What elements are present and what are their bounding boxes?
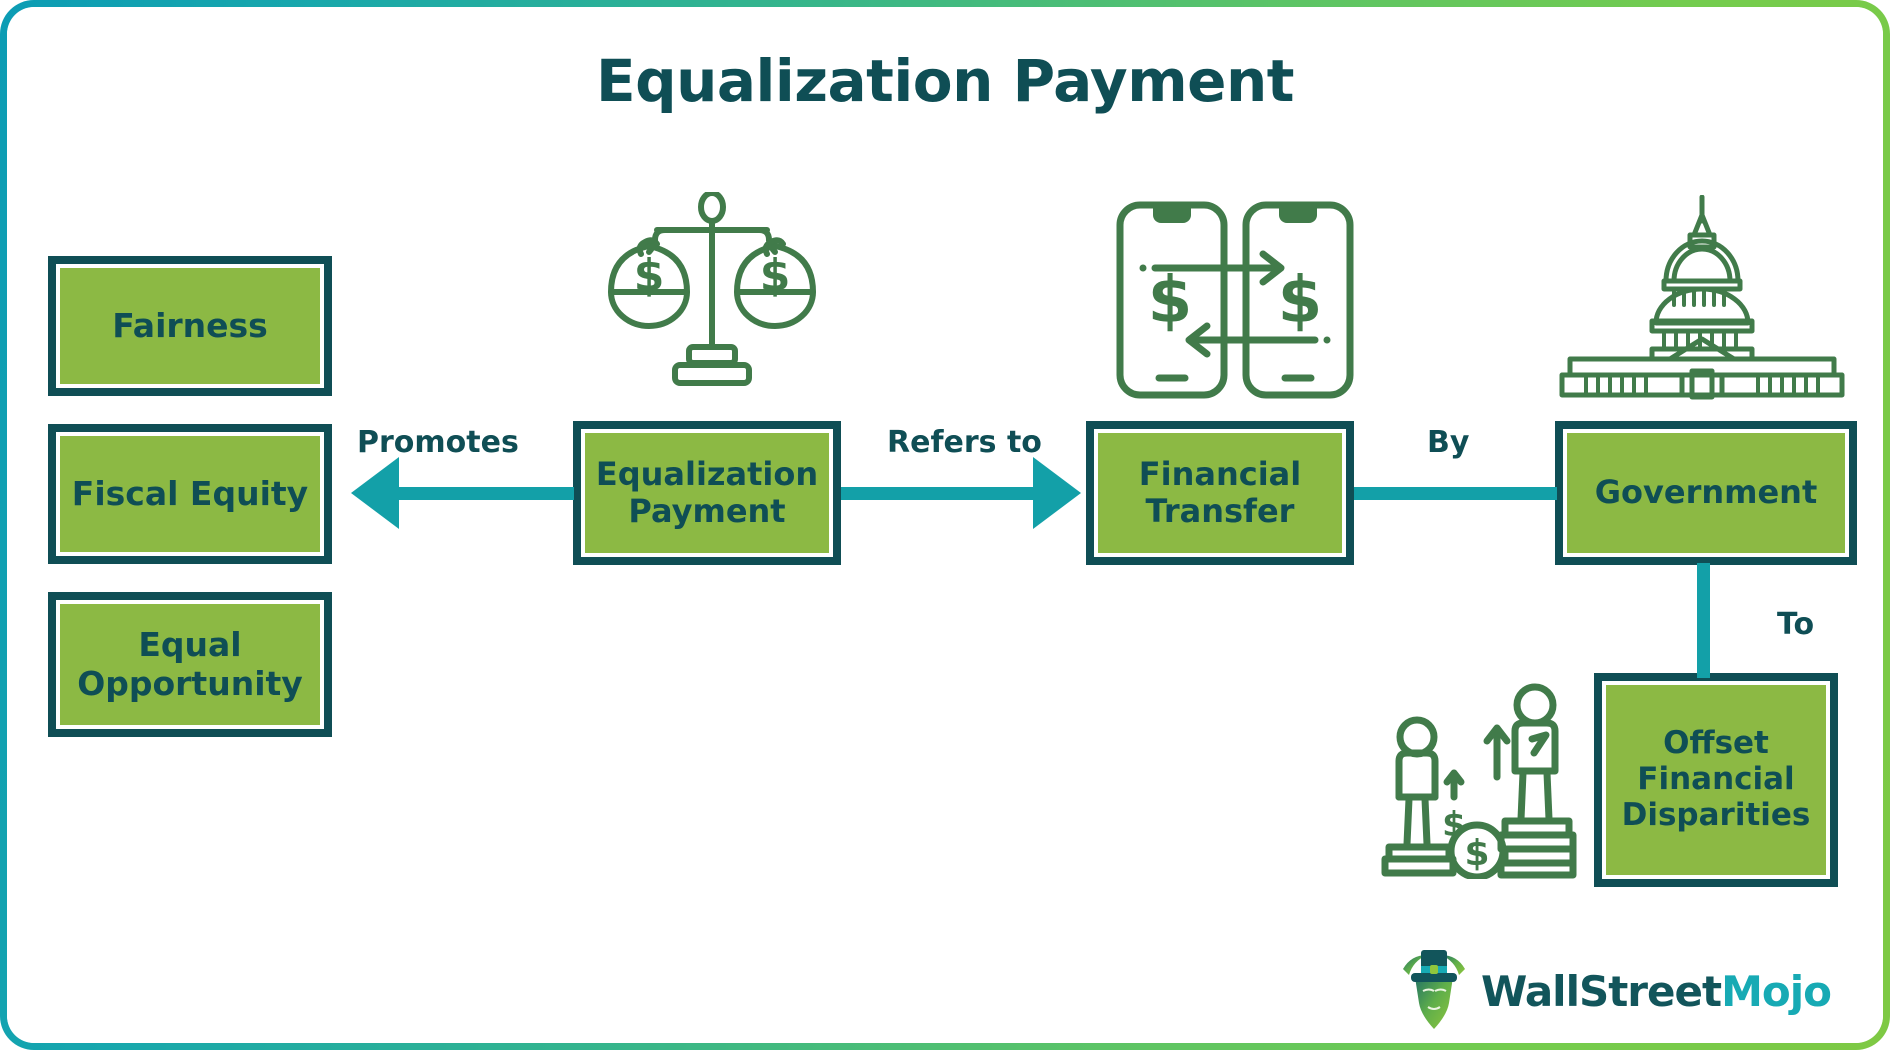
svg-text:$: $: [1148, 264, 1193, 338]
connector-arrow-promotes: [351, 457, 399, 529]
box-government-label: Government: [1594, 473, 1818, 512]
box-financial-transfer-label-line1: Financial: [1138, 454, 1302, 493]
box-financial-transfer[interactable]: Financial Transfer: [1086, 421, 1354, 565]
connector-label-by: By: [1427, 425, 1470, 460]
svg-text:$: $: [1278, 264, 1323, 338]
box-offset-financial-disparities[interactable]: Offset Financial Disparities: [1594, 673, 1838, 887]
logo-text-primary: WallStreet: [1481, 967, 1722, 1016]
connector-arrow-refers-to: [1033, 457, 1081, 529]
box-offset-label-line3: Disparities: [1621, 796, 1811, 833]
connector-line-refers-to: [841, 487, 1034, 500]
svg-text:$: $: [760, 250, 791, 301]
box-fiscal-equity-label: Fiscal Equity: [71, 473, 309, 513]
logo-text-accent: Mojo: [1721, 967, 1832, 1016]
box-fairness[interactable]: Fairness: [48, 256, 332, 396]
wallstreetmojo-logo[interactable]: WallStreetMojo: [1399, 947, 1832, 1036]
wallstreetmojo-bull-logo-icon: [1399, 947, 1469, 1036]
box-offset-label-line2: Financial: [1637, 761, 1795, 798]
box-equal-opportunity-label-line1: Equal: [138, 625, 242, 665]
infographic-canvas: Equalization Payment Fairness Fiscal Equ…: [7, 7, 1883, 1043]
svg-text:$: $: [1464, 833, 1489, 874]
connector-label-refers-to: Refers to: [887, 425, 1042, 460]
government-capitol-building-icon: [1552, 194, 1852, 400]
box-equal-opportunity[interactable]: Equal Opportunity: [48, 592, 332, 737]
connector-line-to: [1697, 563, 1710, 678]
balance-scales-money-icon: $ $: [597, 190, 827, 392]
connector-label-promotes: Promotes: [357, 425, 519, 460]
income-disparity-people-icon: $ $: [1377, 679, 1577, 881]
svg-text:$: $: [634, 250, 665, 301]
box-offset-label-line1: Offset: [1663, 725, 1769, 762]
connector-line-by: [1354, 487, 1557, 500]
box-equalization-payment[interactable]: Equalization Payment: [573, 421, 841, 565]
page-title: Equalization Payment: [595, 47, 1295, 115]
box-fiscal-equity[interactable]: Fiscal Equity: [48, 424, 332, 564]
logo-wordmark: WallStreetMojo: [1481, 967, 1832, 1016]
box-equal-opportunity-label-line2: Opportunity: [77, 663, 303, 703]
box-equalization-payment-label-line2: Payment: [628, 492, 786, 530]
box-fairness-label: Fairness: [112, 305, 268, 345]
box-equalization-payment-label-line1: Equalization: [595, 454, 819, 493]
box-financial-transfer-label-line2: Transfer: [1145, 492, 1295, 530]
connector-label-to: To: [1777, 607, 1815, 642]
connector-line-promotes: [392, 487, 574, 500]
mobile-money-transfer-icon: $ $: [1115, 200, 1355, 400]
box-government[interactable]: Government: [1555, 421, 1857, 565]
